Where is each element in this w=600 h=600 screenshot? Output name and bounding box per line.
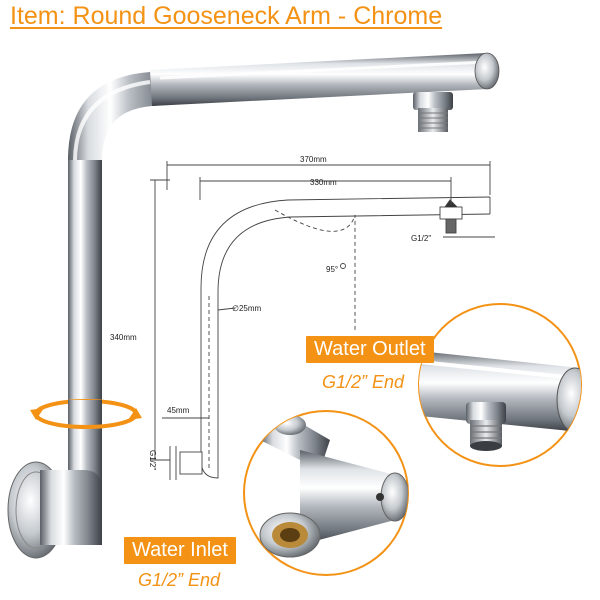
page-title: Item: Round Gooseneck Arm - Chrome [10,2,443,30]
water-outlet-end-label: G1/2” End [322,372,405,392]
dim-outlet-thread: G1/2" [411,234,431,243]
dim-inlet-thread: G1/2" [148,450,157,470]
dim-340: 340mm [110,333,137,342]
outlet-detail [418,303,582,467]
dimension-labels: 370mm 330mm 340mm 95° ∅25mm 45mm G1/2" G… [110,155,431,470]
outlet-fitting [413,92,453,110]
dim-45: 45mm [167,406,190,415]
inlet-detail [243,410,409,576]
water-outlet-badge: Water Outlet [306,336,434,363]
dim-angle: 95° [326,265,338,274]
arm-vertical-pipe [68,155,102,500]
dim-330: 330mm [310,178,337,187]
arm-base-elbow [40,470,102,545]
dim-370: 370mm [300,155,327,164]
dim-diameter: ∅25mm [232,304,262,313]
water-inlet-badge: Water Inlet [124,537,236,564]
technical-drawing [150,161,495,480]
water-inlet-end-label: G1/2” End [138,570,221,590]
arm-end-cap [474,52,500,90]
rotate-arrows-icon [30,399,142,429]
gooseneck-arm [7,52,500,559]
